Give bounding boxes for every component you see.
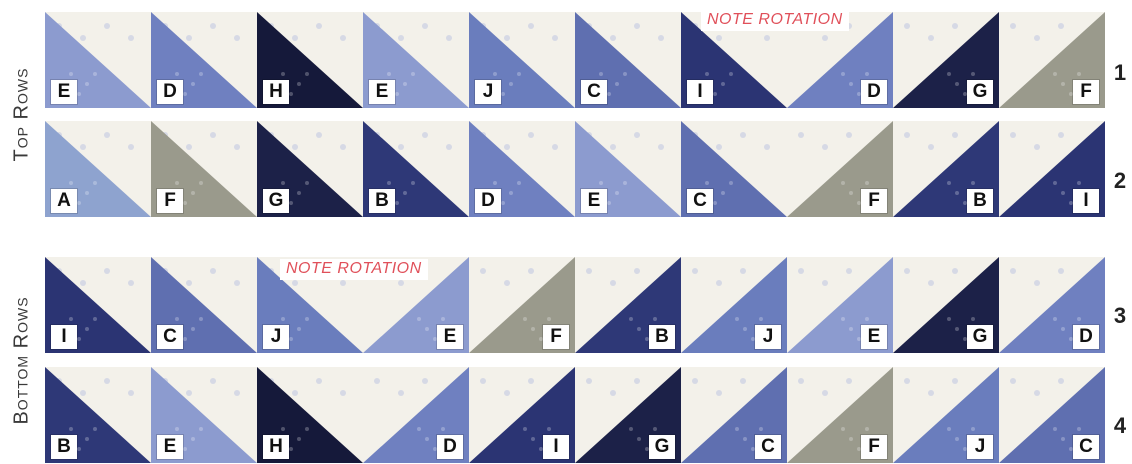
quilt-block: E — [575, 121, 681, 217]
fabric-letter: E — [437, 325, 463, 349]
quilt-block: E — [45, 12, 151, 108]
quilt-block: I — [999, 121, 1105, 217]
quilt-block: F — [151, 121, 257, 217]
fabric-letter: E — [581, 189, 607, 213]
quilt-block: H — [257, 367, 363, 463]
quilt-block: J — [469, 12, 575, 108]
quilt-block: D — [469, 121, 575, 217]
row-number-2: 2 — [1108, 168, 1132, 194]
fabric-letter: J — [263, 325, 289, 349]
fabric-letter: H — [263, 435, 289, 459]
fabric-letter: F — [157, 189, 183, 213]
fabric-letter: F — [861, 189, 887, 213]
quilt-block: C — [575, 12, 681, 108]
quilt-block: C — [681, 367, 787, 463]
quilt-block: G — [575, 367, 681, 463]
quilt-block: A — [45, 121, 151, 217]
quilt-block: F — [787, 121, 893, 217]
quilt-block: C — [681, 121, 787, 217]
quilt-block: D — [999, 257, 1105, 353]
row-number-4: 4 — [1108, 413, 1132, 439]
quilt-block: F — [999, 12, 1105, 108]
fabric-letter: H — [263, 80, 289, 104]
quilt-block: J — [893, 367, 999, 463]
fabric-letter: I — [687, 80, 713, 104]
fabric-letter: C — [581, 80, 607, 104]
fabric-letter: C — [1073, 435, 1099, 459]
fabric-letter: B — [369, 189, 395, 213]
quilt-block: I — [469, 367, 575, 463]
fabric-letter: F — [1073, 80, 1099, 104]
fabric-letter: F — [543, 325, 569, 349]
fabric-letter: E — [157, 435, 183, 459]
quilt-block: F — [469, 257, 575, 353]
quilt-block: D — [363, 367, 469, 463]
fabric-letter: I — [51, 325, 77, 349]
fabric-letter: E — [861, 325, 887, 349]
quilt-block: B — [363, 121, 469, 217]
quilt-block: B — [893, 121, 999, 217]
fabric-letter: G — [967, 80, 993, 104]
fabric-letter: G — [649, 435, 675, 459]
quilt-block: I — [45, 257, 151, 353]
fabric-letter: J — [967, 435, 993, 459]
quilt-block: B — [575, 257, 681, 353]
fabric-letter: I — [543, 435, 569, 459]
quilt-block: C — [999, 367, 1105, 463]
quilt-block: G — [893, 12, 999, 108]
fabric-letter: C — [157, 325, 183, 349]
fabric-letter: J — [475, 80, 501, 104]
bottom-rotation-note: NOTE ROTATION — [280, 259, 428, 280]
fabric-letter: C — [687, 189, 713, 213]
fabric-letter: D — [157, 80, 183, 104]
fabric-letter: E — [369, 80, 395, 104]
quilt-block: G — [893, 257, 999, 353]
row-number-1: 1 — [1108, 60, 1132, 86]
fabric-letter: F — [861, 435, 887, 459]
quilt-block: D — [151, 12, 257, 108]
quilt-block: E — [151, 367, 257, 463]
top-rows-label: Top Rows — [0, 12, 44, 216]
row-number-3: 3 — [1108, 303, 1132, 329]
quilt-block: E — [363, 12, 469, 108]
fabric-letter: G — [263, 189, 289, 213]
fabric-letter: E — [51, 80, 77, 104]
quilt-block: B — [45, 367, 151, 463]
fabric-letter: B — [967, 189, 993, 213]
top-rotation-note: NOTE ROTATION — [701, 10, 849, 31]
bottom-rows-label: Bottom Rows — [0, 256, 44, 464]
fabric-letter: D — [437, 435, 463, 459]
fabric-letter: J — [755, 325, 781, 349]
quilt-block: H — [257, 12, 363, 108]
fabric-letter: D — [861, 80, 887, 104]
quilt-block: C — [151, 257, 257, 353]
fabric-letter: C — [755, 435, 781, 459]
fabric-letter: A — [51, 189, 77, 213]
fabric-letter: D — [1073, 325, 1099, 349]
quilt-block: E — [787, 257, 893, 353]
fabric-letter: G — [967, 325, 993, 349]
quilt-block: F — [787, 367, 893, 463]
fabric-letter: D — [475, 189, 501, 213]
quilt-block: G — [257, 121, 363, 217]
quilt-block: J — [681, 257, 787, 353]
fabric-letter: B — [51, 435, 77, 459]
fabric-letter: I — [1073, 189, 1099, 213]
fabric-letter: B — [649, 325, 675, 349]
